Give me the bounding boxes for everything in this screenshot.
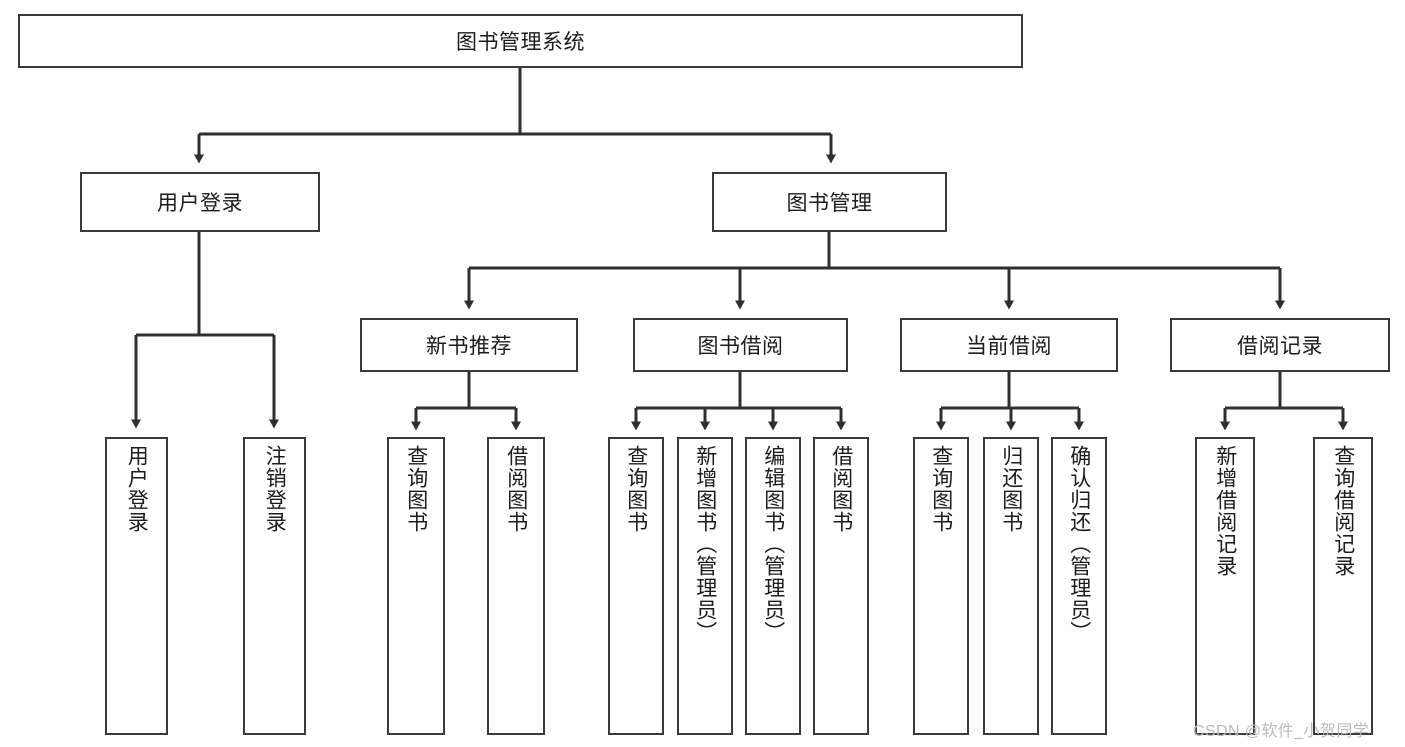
node-leaf-query-book-3-label: 查询图书 [929,445,953,533]
node-user-login-label: 用户登录 [157,192,243,215]
node-leaf-query-book-2-label: 查询图书 [624,445,648,533]
node-leaf-borrow-book-1[interactable]: 借阅图书 [487,437,545,735]
node-leaf-add-book[interactable]: 新增图书（管理员） [677,437,733,735]
node-user-login[interactable]: 用户登录 [80,172,320,232]
node-leaf-confirm-return[interactable]: 确认归还（管理员） [1051,437,1107,735]
node-book-borrow[interactable]: 图书借阅 [633,318,848,372]
node-leaf-query-book-1-label: 查询图书 [404,445,428,533]
csdn-watermark: CSDN @软件_小贺同学 [1193,723,1370,740]
node-leaf-query-book-3[interactable]: 查询图书 [913,437,969,735]
node-leaf-borrow-book-2[interactable]: 借阅图书 [813,437,869,735]
node-leaf-query-book-2[interactable]: 查询图书 [608,437,664,735]
node-leaf-logout-label: 注销登录 [263,445,287,533]
node-root[interactable]: 图书管理系统 [18,14,1023,68]
node-borrow-record-label: 借阅记录 [1237,335,1323,358]
node-book-manage-label: 图书管理 [786,192,873,215]
node-leaf-add-record-label: 新增借阅记录 [1213,445,1237,577]
node-leaf-return-book[interactable]: 归还图书 [983,437,1039,735]
node-leaf-borrow-book-1-label: 借阅图书 [504,445,528,533]
node-leaf-edit-book-label: 编辑图书（管理员） [761,445,785,643]
node-leaf-user-login-label: 用户登录 [125,445,149,533]
node-leaf-add-book-label: 新增图书（管理员） [693,445,717,643]
node-book-manage[interactable]: 图书管理 [712,172,947,232]
node-leaf-edit-book[interactable]: 编辑图书（管理员） [745,437,801,735]
node-leaf-query-book-1[interactable]: 查询图书 [387,437,445,735]
node-leaf-logout[interactable]: 注销登录 [243,437,306,735]
node-current-borrow-label: 当前借阅 [966,335,1052,358]
node-new-book-recommend[interactable]: 新书推荐 [360,318,578,372]
node-root-label: 图书管理系统 [456,31,585,54]
node-book-borrow-label: 图书借阅 [697,335,784,358]
node-borrow-record[interactable]: 借阅记录 [1170,318,1390,372]
node-leaf-borrow-book-2-label: 借阅图书 [829,445,853,533]
node-leaf-add-record[interactable]: 新增借阅记录 [1195,437,1255,735]
node-leaf-return-book-label: 归还图书 [999,445,1023,533]
node-leaf-query-record-label: 查询借阅记录 [1331,445,1355,577]
node-leaf-confirm-return-label: 确认归还（管理员） [1067,445,1091,643]
node-leaf-query-record[interactable]: 查询借阅记录 [1313,437,1373,735]
node-new-book-recommend-label: 新书推荐 [426,335,512,358]
node-leaf-user-login[interactable]: 用户登录 [105,437,168,735]
node-current-borrow[interactable]: 当前借阅 [900,318,1118,372]
